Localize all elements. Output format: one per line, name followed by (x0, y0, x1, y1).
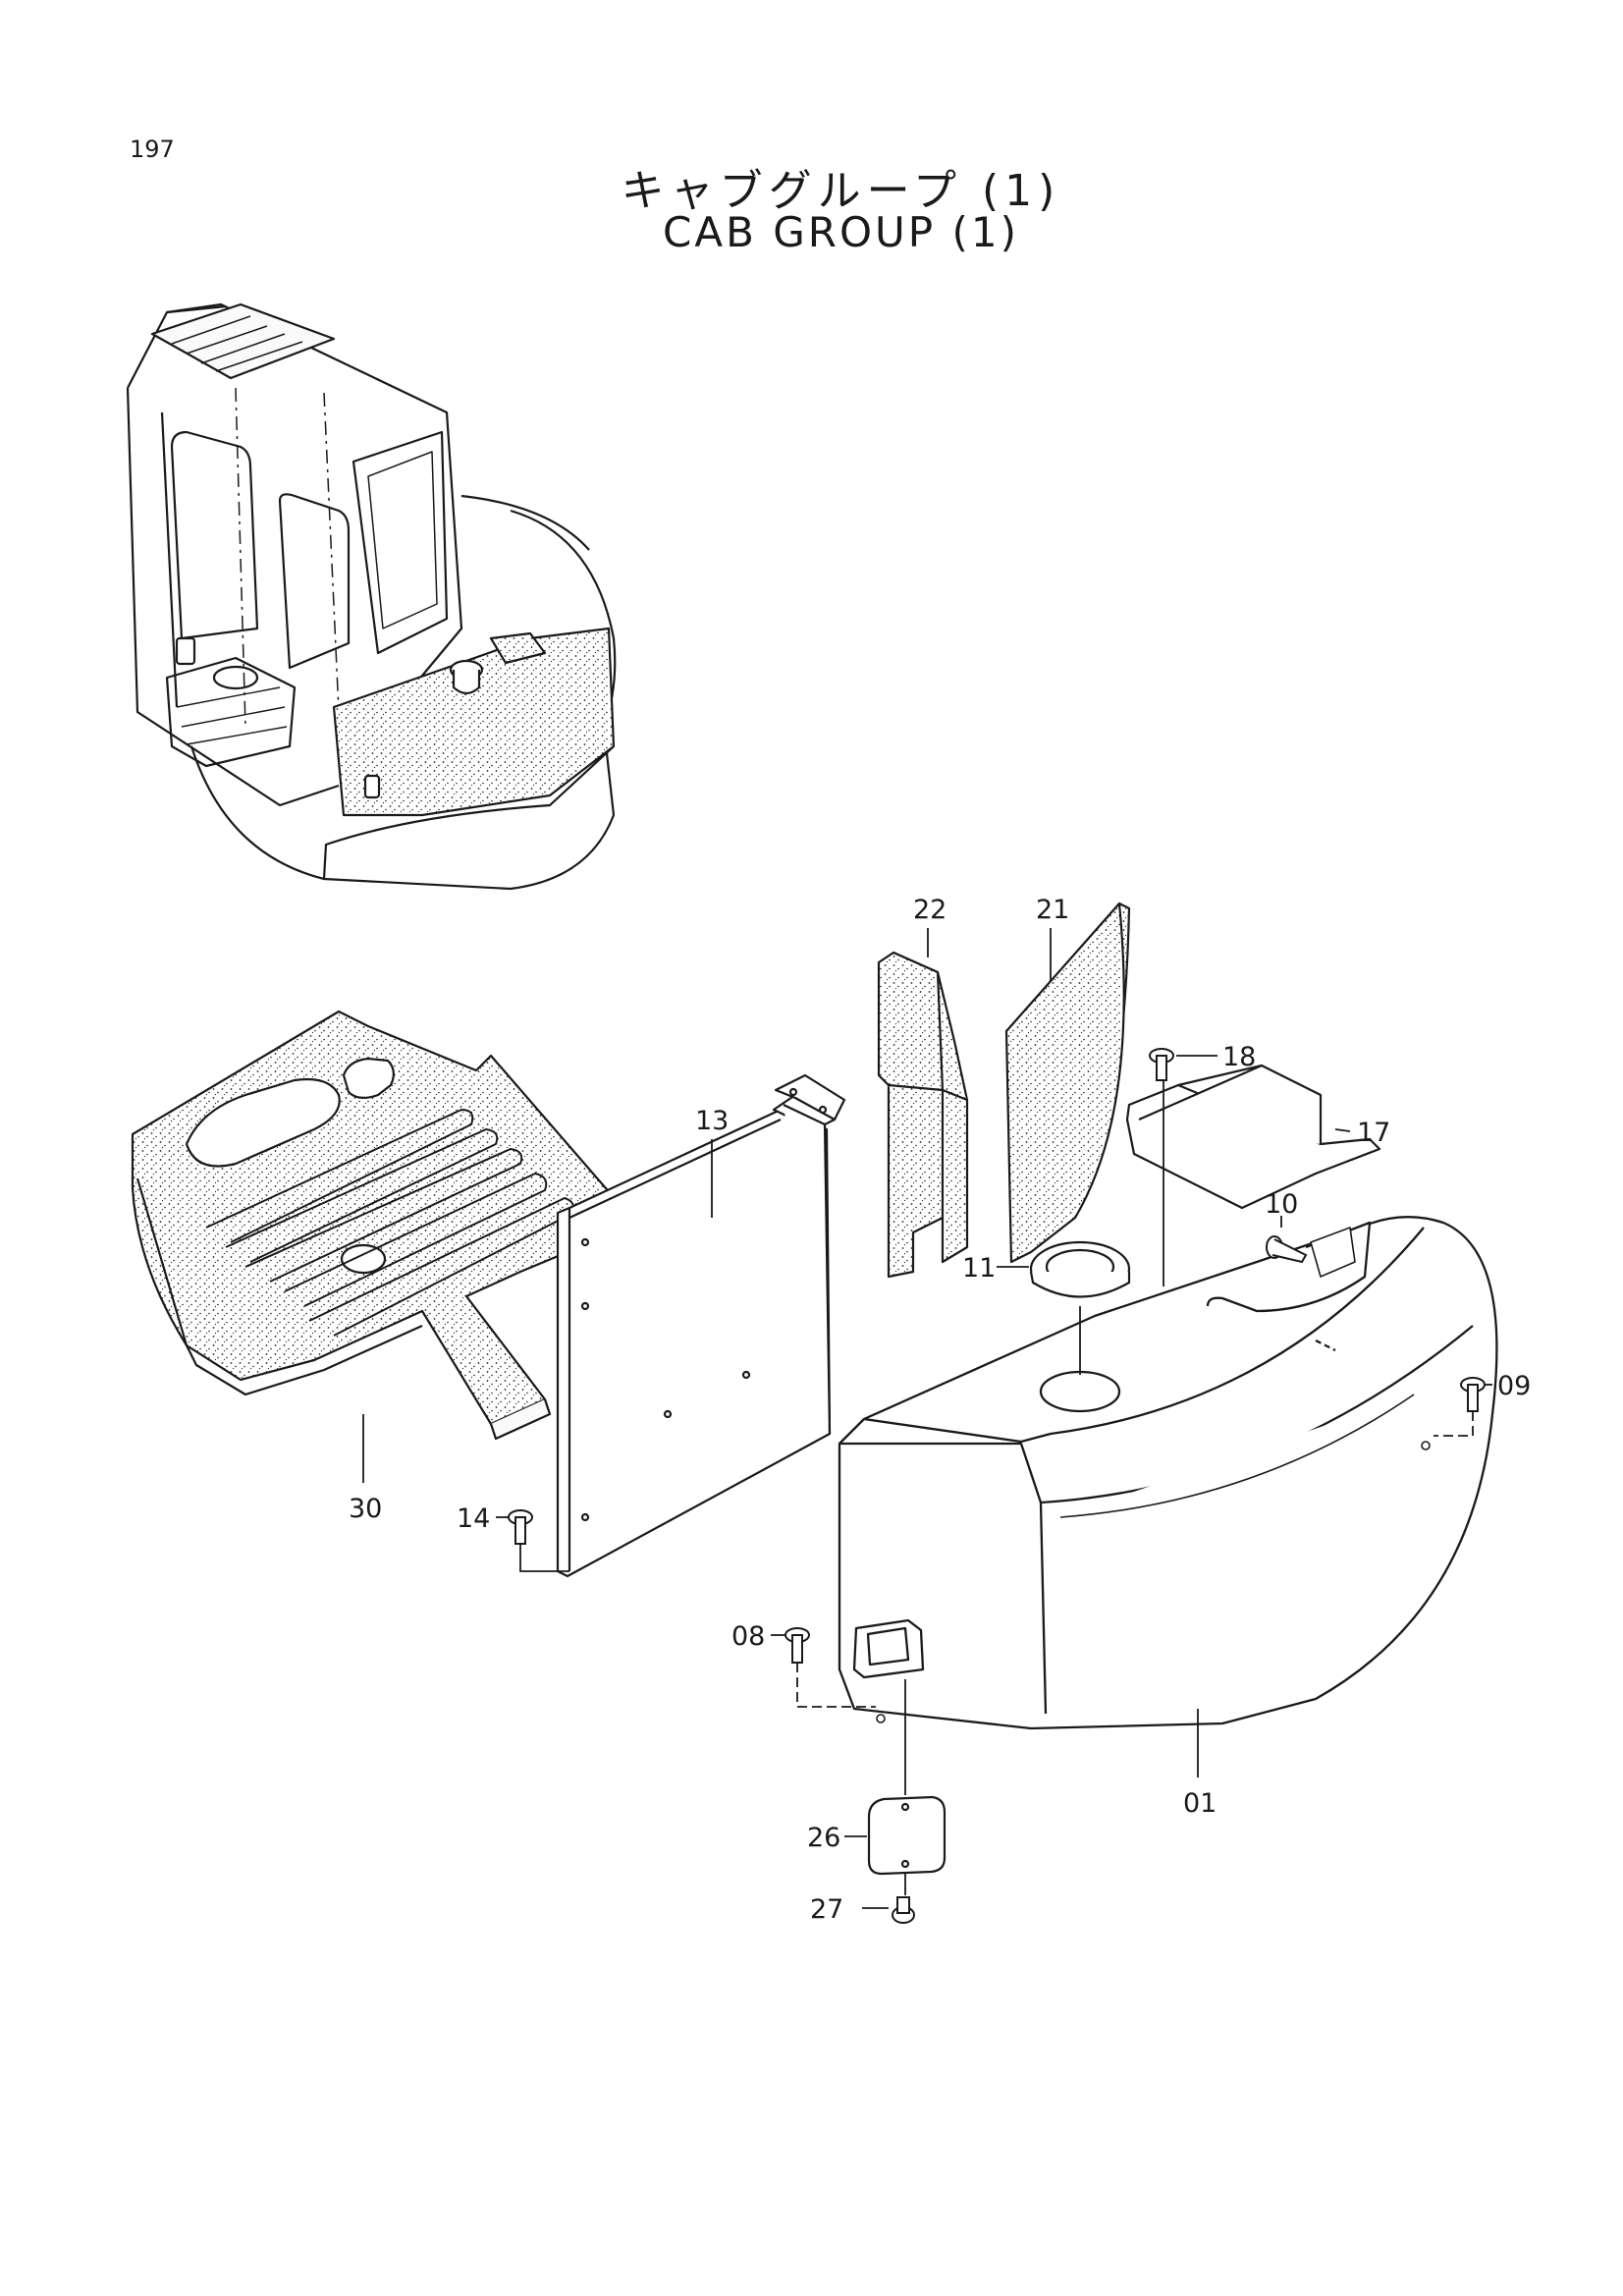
page-number: 197 (130, 136, 175, 163)
part-22-foam-block (877, 951, 969, 1279)
label-part-14: 14 (457, 1503, 490, 1534)
label-part-18: 18 (1222, 1042, 1256, 1072)
label-part-08: 08 (731, 1621, 765, 1652)
label-part-27: 27 (810, 1894, 843, 1925)
part-26-cover-plate (867, 1795, 947, 1876)
label-part-22: 22 (913, 895, 947, 925)
label-part-11: 11 (962, 1253, 996, 1284)
label-part-10: 10 (1265, 1189, 1298, 1220)
label-part-21: 21 (1036, 895, 1069, 925)
leader-lines (362, 928, 1492, 1909)
title-english: CAB GROUP (1) (663, 208, 1019, 256)
label-part-30: 30 (349, 1494, 382, 1524)
part-number-labels: 22 21 18 17 13 10 11 09 30 14 08 01 26 2… (349, 895, 1531, 1925)
part-21-foam-panel (1004, 902, 1131, 1264)
label-part-01: 01 (1183, 1788, 1217, 1819)
title-japanese: キャブグループ (1) (621, 166, 1061, 216)
label-part-09: 09 (1497, 1371, 1531, 1401)
label-part-13: 13 (695, 1106, 729, 1136)
part-17-bracket (1125, 1064, 1381, 1210)
part-11-grommet (1029, 1240, 1131, 1298)
label-part-26: 26 (807, 1823, 840, 1853)
part-01-cab-cover (838, 1216, 1498, 1730)
label-part-17: 17 (1357, 1118, 1390, 1148)
part-13-plate (556, 1073, 846, 1578)
cab-overview-illustration (126, 302, 617, 891)
